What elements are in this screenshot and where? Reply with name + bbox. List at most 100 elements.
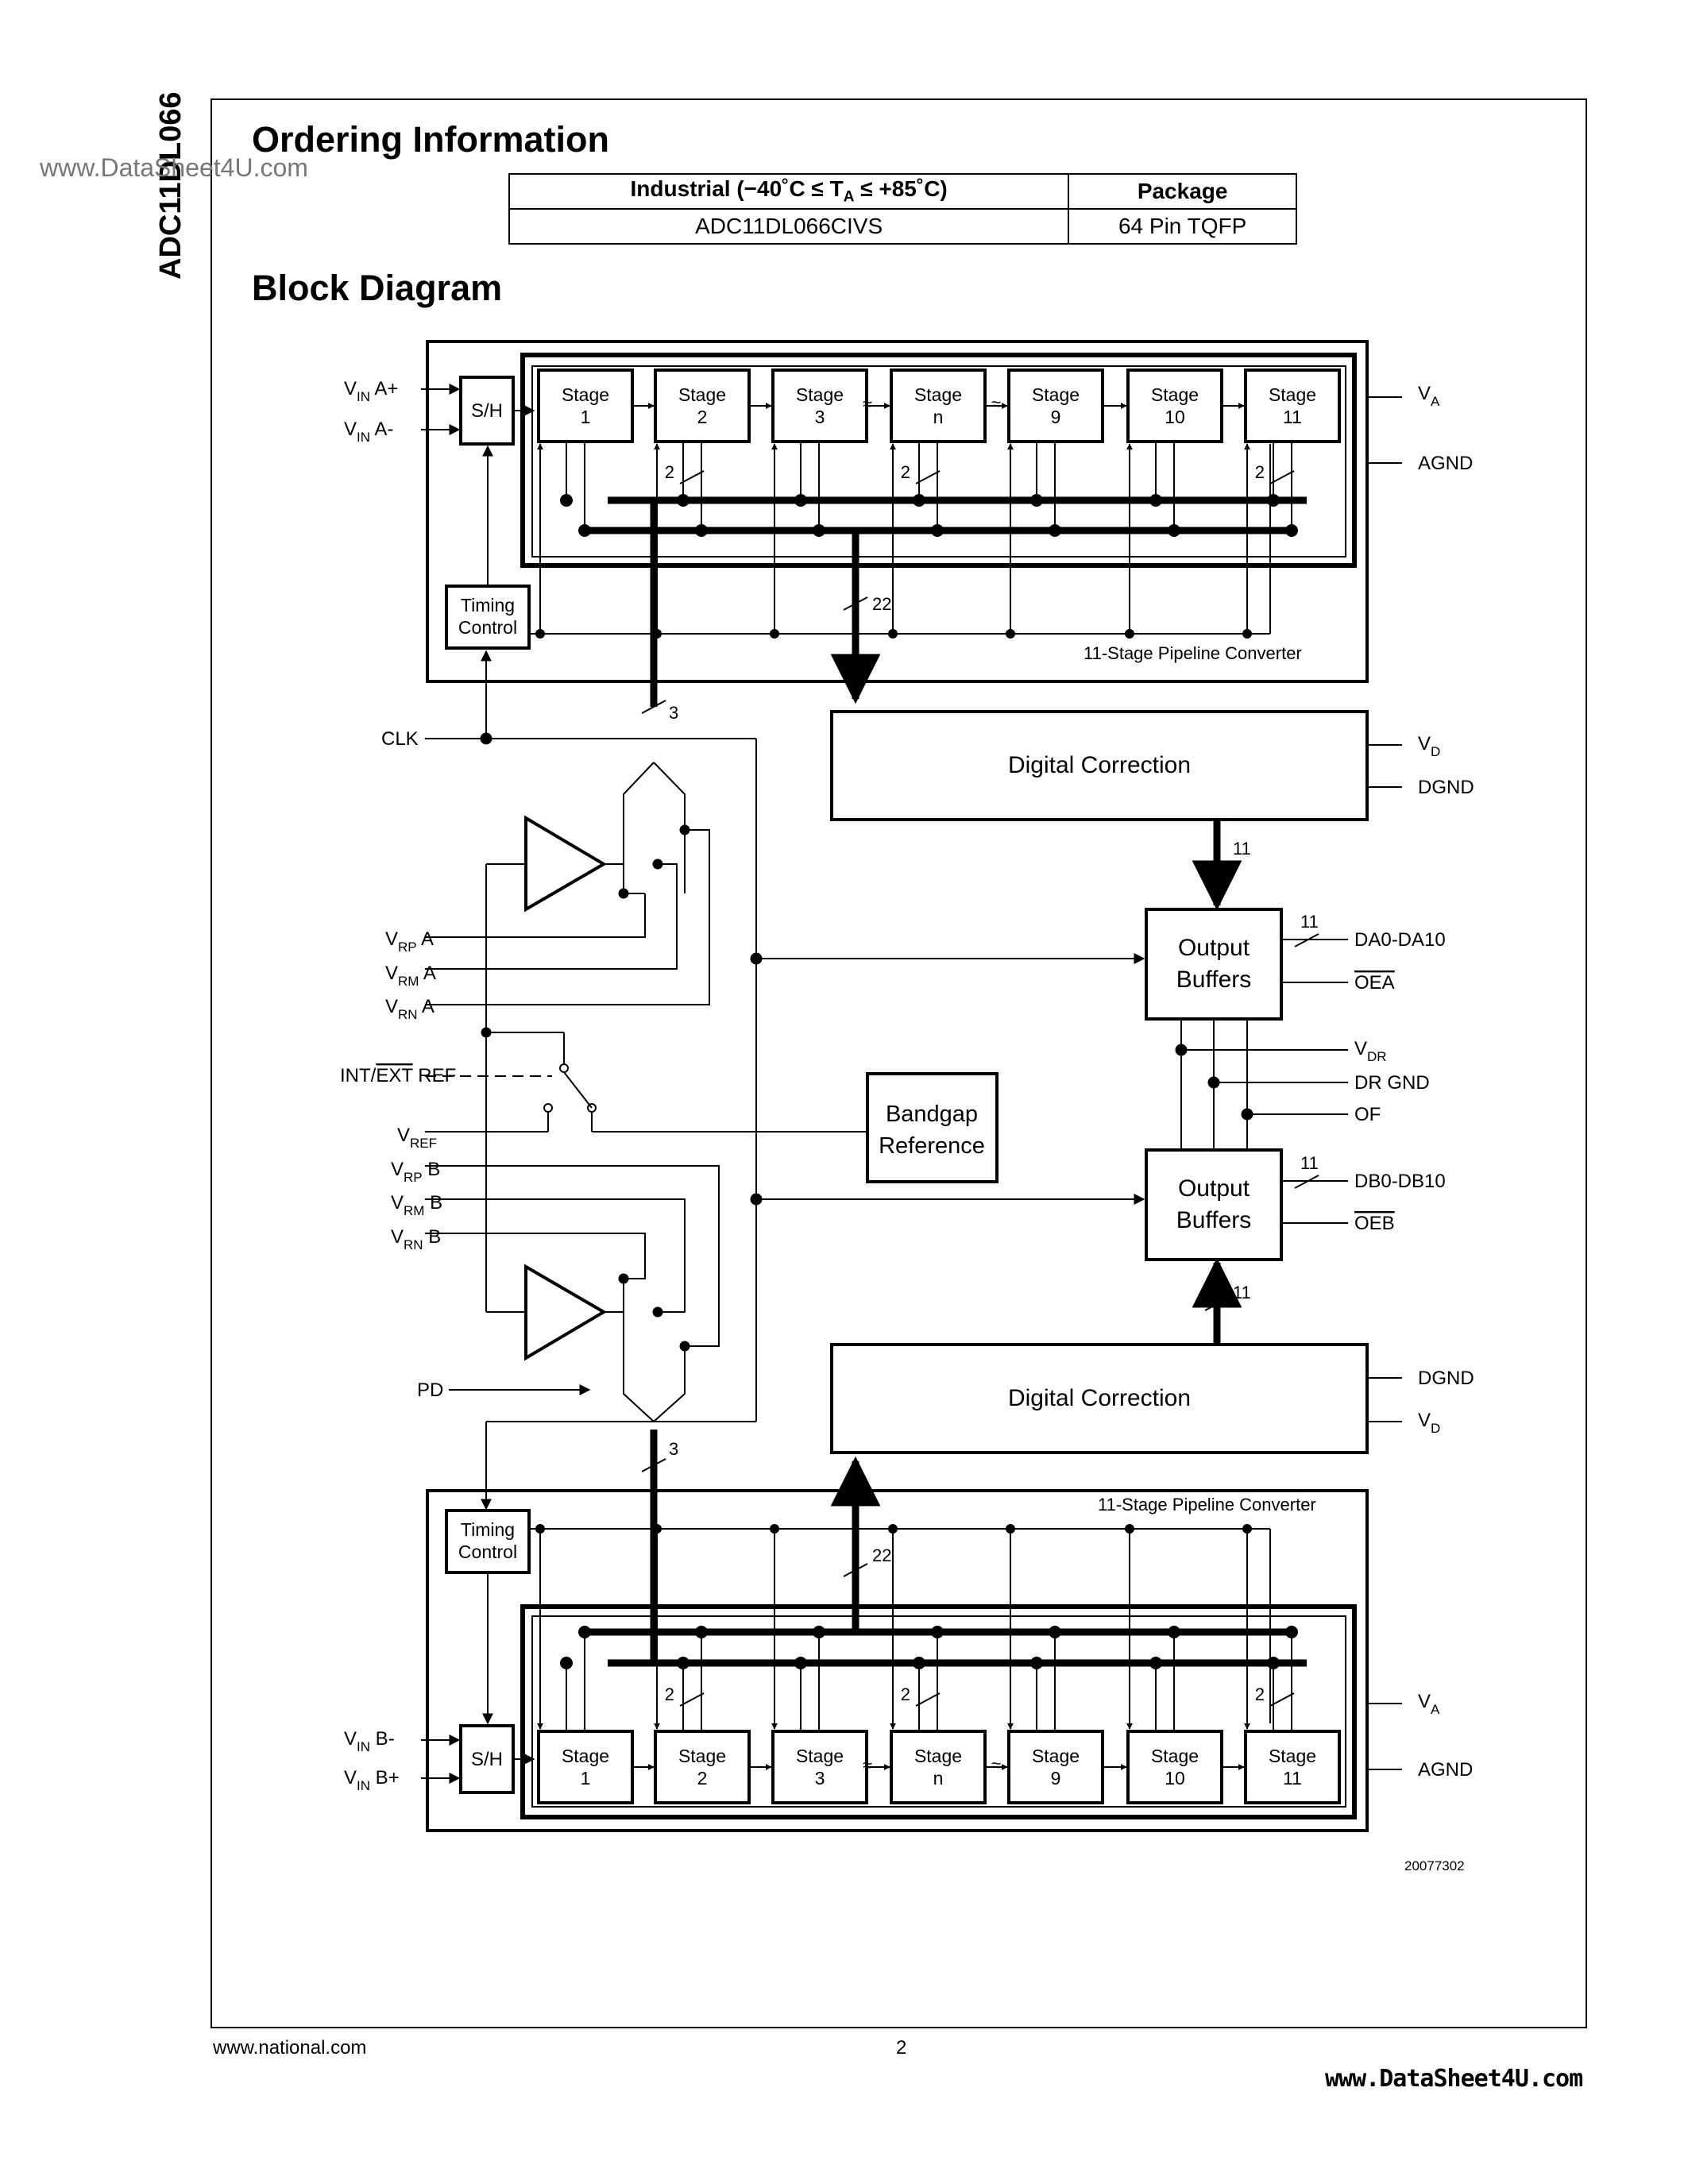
- bottom-stage-break-icon: ≈: [863, 1755, 872, 1775]
- bottom-stages: Stage1Stage2Stage3StagenStage9Stage10Sta…: [535, 1524, 1341, 1804]
- oea-label: OEA: [1354, 972, 1395, 994]
- top-timing-label-1: Timing: [461, 595, 515, 615]
- top-11-label: 11: [1233, 839, 1251, 859]
- top-stage-break-icon: ≈: [863, 394, 872, 414]
- package-cell: 64 Pin TQFP: [1068, 208, 1297, 245]
- bottom-stage-word-1: Stage: [562, 1746, 609, 1766]
- db-11-label: 11: [1300, 1153, 1319, 1173]
- bottom-stage-word-9: Stage: [1032, 1746, 1080, 1766]
- bottom-pipeline-converter: S/H Timing Control VIN B- VIN B+ 11-Stag…: [344, 1489, 1473, 1832]
- watermark-top[interactable]: www.DataSheet4U.com: [40, 153, 308, 182]
- header-package: Package: [1068, 173, 1297, 210]
- bottom-stage-inner: [531, 1615, 1346, 1808]
- dr-gnd-label: DR GND: [1354, 1072, 1430, 1094]
- top-sh-label: S/H: [471, 400, 503, 422]
- bottom-va-label: VA: [1418, 1691, 1440, 1717]
- bandgap-label-1: Bandgap: [886, 1102, 978, 1127]
- output-buffers-b-label-2: Buffers: [1176, 1207, 1252, 1233]
- output-buffers-a: [1145, 908, 1283, 1021]
- bottom-stage-number-10: 10: [1165, 1768, 1185, 1788]
- table-header-row: Industrial (−40˚C ≤ TA ≤ +85˚C) Package: [508, 173, 1297, 210]
- footer-watermark[interactable]: www.DataSheet4U.com: [1325, 2065, 1583, 2093]
- top-pipeline-converter: S/H Timing Control VIN A+ VIN A- 11-Stag…: [344, 340, 1473, 683]
- bottom-stage-box-9: [1007, 1730, 1104, 1804]
- vrn-a-label: VRN A: [385, 996, 435, 1022]
- bottom-stage-number-9: 9: [1051, 1768, 1061, 1788]
- top-vin-minus: VIN A-: [344, 419, 393, 445]
- block-diagram-title: Block Diagram: [252, 268, 503, 308]
- bottom-stage-box-n: [890, 1730, 987, 1804]
- bottom-stage-number-11: 11: [1283, 1768, 1302, 1788]
- bottom-stage-block: [520, 1604, 1357, 1819]
- bottom-pipeline-label: 11-Stage Pipeline Converter: [1098, 1495, 1316, 1515]
- top-digital-correction-label: Digital Correction: [1008, 752, 1191, 778]
- bottom-stage-box-3: [771, 1730, 868, 1804]
- oeb-label: OEB: [1354, 1213, 1395, 1234]
- header-industrial: Industrial (−40˚C ≤ TA ≤ +85˚C): [508, 173, 1070, 210]
- bottom-reference-amplifier: [524, 1264, 607, 1361]
- bottom-stage-box-11: [1244, 1730, 1341, 1804]
- top-3-label: 3: [669, 703, 678, 723]
- top-two-bit-label-3: 2: [901, 462, 910, 482]
- top-stage-box-3: [771, 369, 868, 443]
- da-11-label: 11: [1300, 912, 1319, 932]
- bottom-stage-number-1: 1: [581, 1768, 591, 1788]
- vrp-a-label: VRP A: [385, 928, 434, 955]
- figure-id: 20077302: [1404, 1858, 1465, 1873]
- ordering-information-title: Ordering Information: [252, 119, 609, 160]
- top-stage-word-1: Stage: [562, 384, 609, 405]
- top-stage-block: [520, 353, 1357, 568]
- top-stage-number-2: 2: [697, 407, 708, 427]
- da-label: DA0-DA10: [1354, 929, 1446, 951]
- top-stage-number-n: n: [933, 407, 944, 427]
- top-agnd-label: AGND: [1418, 453, 1473, 474]
- vrp-b-label: VRP B: [391, 1159, 440, 1185]
- bottom-two-bit-label-6: 2: [1255, 1684, 1265, 1704]
- top-stage-box-1: [537, 369, 634, 443]
- top-stage-word-10: Stage: [1151, 384, 1199, 405]
- bottom-digital-correction-label: Digital Correction: [1008, 1385, 1191, 1411]
- top-va-label: VA: [1418, 383, 1440, 409]
- bottom-timing-label-2: Control: [458, 1542, 517, 1562]
- bottom-stage-box-10: [1126, 1730, 1223, 1804]
- bottom-stage-word-2: Stage: [678, 1746, 726, 1766]
- top-stage-number-10: 10: [1165, 407, 1185, 427]
- pd-label: PD: [417, 1379, 443, 1401]
- top-converter-outline: [426, 340, 1369, 683]
- bottom-stage-word-10: Stage: [1151, 1746, 1199, 1766]
- top-stage-number-3: 3: [815, 407, 825, 427]
- bottom-vin-plus: VIN B+: [344, 1767, 400, 1793]
- bandgap-reference-box: [866, 1072, 999, 1183]
- top-two-bit-label-6: 2: [1255, 462, 1265, 482]
- bottom-3-label: 3: [669, 1439, 678, 1459]
- top-stage-box-n: [890, 369, 987, 443]
- bottom-22-label: 22: [872, 1545, 891, 1565]
- output-buffers-b: [1145, 1148, 1283, 1261]
- top-stage-number-1: 1: [581, 407, 591, 427]
- top-timing-label-2: Control: [458, 617, 517, 638]
- bottom-converter-outline: [426, 1489, 1369, 1832]
- vdr-label: VDR: [1354, 1038, 1387, 1064]
- top-vd-label: VD: [1418, 733, 1440, 759]
- top-stage-box-11: [1244, 369, 1341, 443]
- output-buffers-b-label-1: Output: [1178, 1175, 1250, 1202]
- top-stage-box-10: [1126, 369, 1223, 443]
- bottom-stage-word-11: Stage: [1269, 1746, 1316, 1766]
- top-vin-plus: VIN A+: [344, 378, 398, 404]
- part-number-cell: ADC11DL066CIVS: [508, 208, 1070, 245]
- db-label: DB0-DB10: [1354, 1171, 1446, 1192]
- table-row: ADC11DL066CIVS 64 Pin TQFP: [508, 208, 1297, 245]
- vrn-b-label: VRN B: [391, 1226, 441, 1252]
- top-stage-word-2: Stage: [678, 384, 726, 405]
- top-stage-break-icon: ≈: [991, 394, 1001, 414]
- top-stage-word-11: Stage: [1269, 384, 1316, 405]
- output-buffers-a-label-2: Buffers: [1176, 967, 1252, 993]
- bottom-stage-break-icon: ≈: [991, 1755, 1001, 1775]
- footer-website[interactable]: www.national.com: [213, 2037, 367, 2059]
- of-label: OF: [1354, 1104, 1381, 1125]
- bandgap-label-2: Reference: [879, 1133, 985, 1159]
- top-stage-word-9: Stage: [1032, 384, 1080, 405]
- top-two-bit-label-1: 2: [665, 462, 674, 482]
- vrm-b-label: VRM B: [391, 1192, 442, 1218]
